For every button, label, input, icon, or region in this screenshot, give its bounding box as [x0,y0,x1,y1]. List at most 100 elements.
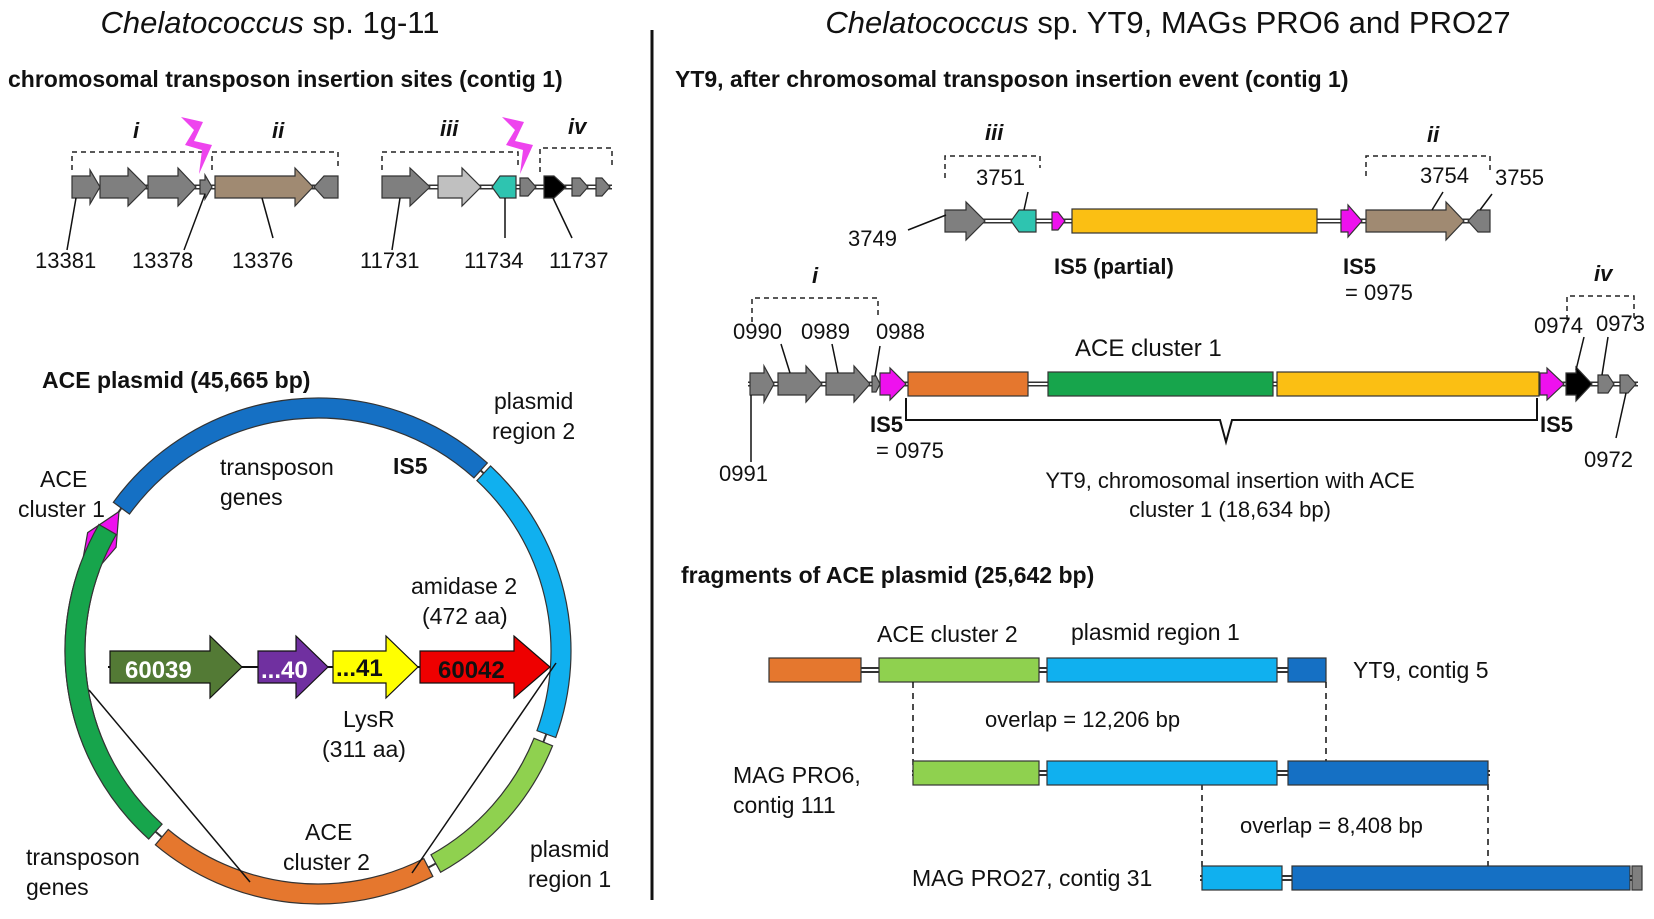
gene-arrow-13376 [214,166,314,208]
block-blue [1287,657,1327,683]
gene-arrow-11731 [381,166,431,208]
block-blue [1291,865,1631,891]
segment-transposon-genes-2 [154,828,434,905]
gene-arrow-0974 [1565,365,1593,403]
inset-gene-41: ...41 [336,655,383,682]
right-top-brackets [944,155,1491,178]
gene-arrow-11734 [491,175,517,199]
gene-id-0972: 0972 [1584,447,1633,472]
mid-row-genes [749,363,1637,405]
label-amidase: amidase 2 [411,573,517,599]
gene-id-0991: 0991 [719,461,768,486]
block-end [1631,865,1643,891]
label-lysr: LysR [343,706,395,732]
label-pro6: MAG PRO6, [733,762,861,788]
block-plasmid-region-1 [1046,760,1278,786]
label-is5: IS5 [1540,412,1573,437]
insertion-lightning-icon [181,117,212,174]
label-ace-cluster-2: cluster 2 [283,849,370,875]
gene-id-13378: 13378 [132,248,193,273]
gene-arrow [147,166,197,208]
overlap-dashes [912,682,1489,880]
block-blue [1287,760,1489,786]
gene-arrow-3751 [1010,209,1037,233]
gene-id-3751: 3751 [976,165,1025,190]
gene-id-11737: 11737 [549,248,609,273]
right-subtitle: YT9, after chromosomal transposon insert… [675,66,1349,92]
gene-arrow [437,166,482,208]
left-title-species: Chelatococcus [101,5,304,40]
pro27-blocks [1201,865,1643,891]
block-orange [768,657,862,683]
gene-arrow-3755 [1467,209,1491,233]
gene-id-0973: 0973 [1596,311,1645,336]
gene-arrow-is5-partial [1051,211,1066,231]
left-region-ii: ii [272,118,285,143]
mid-row-leaders [750,336,1627,462]
inset-gene-60039: 60039 [125,657,192,684]
left-region-iv: iv [568,114,588,139]
gene-id-3749: 3749 [848,226,897,251]
insertion-lightning-icon [502,117,533,174]
label-transposon-genes: transposon [26,844,140,870]
top-row-leaders [907,191,1493,231]
label-plasmid-region-1: plasmid region 1 [1071,619,1240,645]
gene-arrow-is5 [1539,366,1565,402]
gene-arrow-11737 [543,175,567,199]
label-lysr: (311 aa) [322,736,406,762]
insertion-brace [905,398,1538,446]
segment-plasmid-region-2 [112,397,489,515]
mid-region-i: i [812,263,819,288]
gene-id-11734: 11734 [464,248,524,273]
inset-genes [109,634,551,700]
gene-id-0988: 0988 [876,319,925,344]
transposon-block-orange [907,371,1029,397]
label-amidase: (472 aa) [422,603,508,629]
left-subtitle: chromosomal transposon insertion sites (… [8,66,563,92]
label-pro27: MAG PRO27, contig 31 [912,865,1152,891]
fragments-title: fragments of ACE plasmid (25,642 bp) [681,562,1094,588]
left-top-genes [71,166,611,208]
yt9-contig5-blocks [768,657,1327,683]
gene-arrow-is5 [1340,203,1363,239]
gene-id-0974: 0974 [1534,313,1583,338]
segment-ace-cluster-1 [64,523,163,840]
gene-id-11731: 11731 [360,248,420,273]
gene-arrow-0989 [825,364,871,404]
inset-connector [411,662,557,874]
label-yt9-contig5: YT9, contig 5 [1353,657,1489,683]
right-title-rest: sp. YT9, MAGs PRO6 and PRO27 [1037,5,1510,40]
gene-arrow [313,175,339,199]
gene-id-13381: 13381 [35,248,96,273]
gene-arrow [571,177,589,197]
inset-gene-40: ...40 [261,657,308,684]
gene-arrow-is5 [879,366,907,402]
label-plasmid-region-1: region 1 [528,866,611,892]
segment-plasmid-region-1 [476,465,572,739]
gene-id-3754: 3754 [1420,163,1469,188]
left-region-i: i [133,118,140,143]
label-ace-cluster-2: ACE cluster 2 [877,621,1018,647]
label-transposon-genes: genes [26,874,89,900]
gene-arrow-60042 [419,634,551,700]
block-ace-cluster-2 [912,760,1040,786]
left-title: Chelatococcus sp. 1g-11 [101,5,440,40]
gene-id-0990: 0990 [733,319,782,344]
label-overlap-1: overlap = 12,206 bp [985,707,1180,732]
gene-arrow-0990 [777,364,823,404]
label-overlap-2: overlap = 8,408 bp [1240,813,1423,838]
pro6-blocks [912,760,1489,786]
label-ace-cluster-1: ACE [40,466,87,492]
label-is5: IS5 [870,412,903,437]
label-plasmid-region-1: plasmid [530,836,609,862]
right-region-ii: ii [1427,122,1440,147]
label-ace-cluster-1: cluster 1 [18,496,105,522]
segment-ace-cluster-2 [430,737,554,874]
label-is5-eq: = 0975 [1345,280,1413,305]
label-transposon-genes: transposon [220,454,334,480]
insertion-label: cluster 1 (18,634 bp) [1129,497,1331,522]
gene-arrow [71,167,101,207]
gene-arrow-40 [257,634,329,700]
